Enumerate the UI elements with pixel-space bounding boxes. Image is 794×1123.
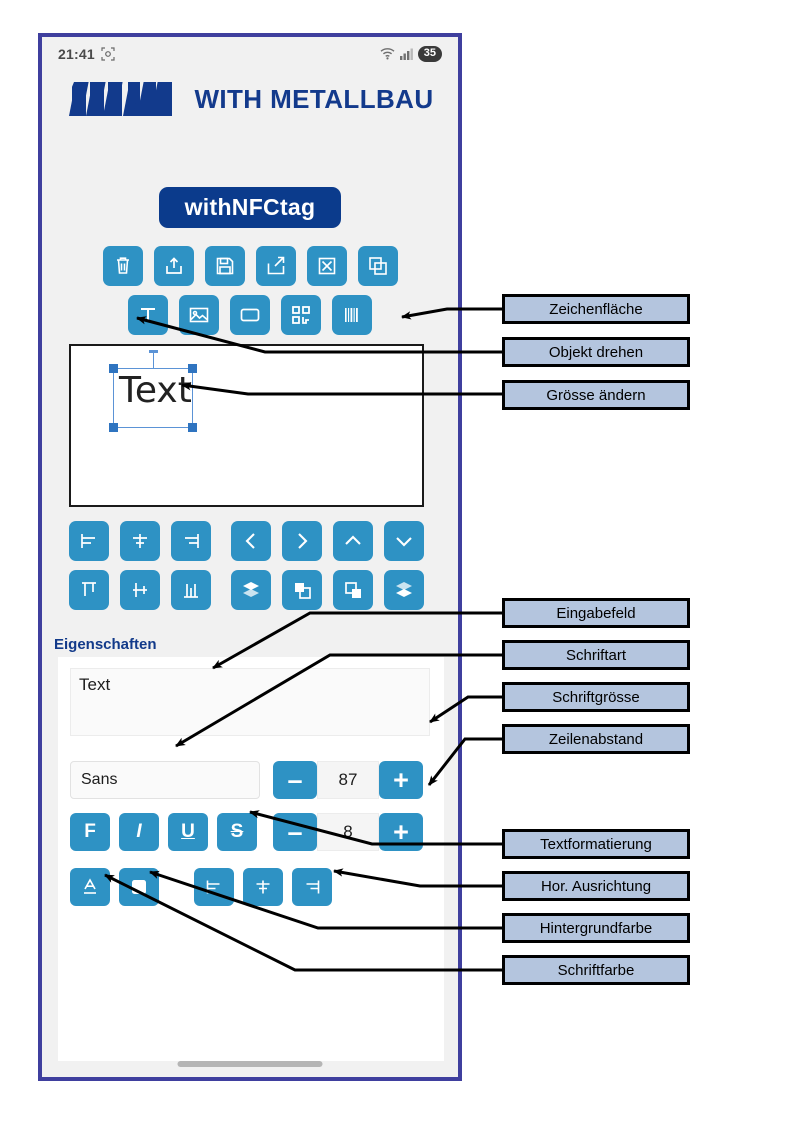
font-size-stepper: – 87 + xyxy=(273,761,423,799)
text-icon[interactable] xyxy=(128,295,168,335)
send-backward-icon[interactable] xyxy=(333,570,373,610)
status-bar-right: 35 xyxy=(380,46,442,62)
brand-header: WITH METALLBAU xyxy=(42,73,458,125)
align-right-icon[interactable] xyxy=(171,521,211,561)
font-size-decrease-button[interactable]: – xyxy=(273,761,317,799)
bring-to-front-icon[interactable] xyxy=(231,570,271,610)
copy-icon[interactable] xyxy=(357,246,398,286)
annotation-zeilenabstand: Zeilenabstand xyxy=(502,724,690,754)
annotation-schriftfarbe: Schriftfarbe xyxy=(502,955,690,985)
properties-panel: Text Sans – 87 + – 8 + F I U S xyxy=(58,657,444,1061)
strikethrough-button[interactable]: S xyxy=(217,813,257,851)
annotation-groesse-aendern: Grösse ändern xyxy=(502,380,690,410)
annotation-schriftart: Schriftart xyxy=(502,640,690,670)
line-spacing-decrease-button[interactable]: – xyxy=(273,813,317,851)
rectangle-icon[interactable] xyxy=(230,295,270,335)
annotation-hintergrundfarbe: Hintergrundfarbe xyxy=(502,913,690,943)
resize-handle-top-left[interactable] xyxy=(109,364,118,373)
text-align-group xyxy=(194,868,332,906)
move-group xyxy=(231,521,424,561)
move-down-icon[interactable] xyxy=(384,521,424,561)
annotation-objekt-drehen: Objekt drehen xyxy=(502,337,690,367)
spacer xyxy=(211,570,231,610)
export-icon[interactable] xyxy=(255,246,296,286)
line-spacing-increase-button[interactable]: + xyxy=(379,813,423,851)
text-align-left-button[interactable] xyxy=(194,868,234,906)
wifi-icon xyxy=(380,47,395,60)
annotation-schriftgroesse: Schriftgrösse xyxy=(502,682,690,712)
underline-button[interactable]: U xyxy=(168,813,208,851)
app-title-pill[interactable]: withNFCtag xyxy=(158,187,342,228)
send-to-back-icon[interactable] xyxy=(384,570,424,610)
status-bar-left: 21:41 xyxy=(58,46,115,62)
properties-title: Eigenschaften xyxy=(54,636,157,653)
brand-text: WITH METALLBAU xyxy=(194,83,434,114)
move-up-icon[interactable] xyxy=(333,521,373,561)
text-format-group: F I U S xyxy=(70,813,257,851)
resize-handle-top-right[interactable] xyxy=(188,364,197,373)
zorder-group xyxy=(231,570,424,610)
bold-button[interactable]: F xyxy=(70,813,110,851)
zeichenflaeche-canvas[interactable]: Text xyxy=(69,344,424,507)
font-size-value[interactable]: 87 xyxy=(317,761,379,799)
bring-forward-icon[interactable] xyxy=(282,570,322,610)
background-color-button[interactable] xyxy=(119,868,159,906)
rotate-handle[interactable] xyxy=(149,350,158,369)
status-bar: 21:41 xyxy=(42,37,458,71)
screenshot-icon xyxy=(101,47,115,61)
resize-handle-bottom-left[interactable] xyxy=(109,423,118,432)
align-horizontal-group xyxy=(69,521,211,561)
status-time: 21:41 xyxy=(58,46,95,62)
battery-indicator: 35 xyxy=(417,46,442,62)
align-top-icon[interactable] xyxy=(69,570,109,610)
resize-handle-bottom-right[interactable] xyxy=(188,423,197,432)
phone-frame: 21:41 xyxy=(38,33,462,1081)
toolbar-insert-row xyxy=(42,295,458,335)
text-input-field[interactable]: Text xyxy=(70,668,430,736)
with-metallbau-logo xyxy=(66,82,173,116)
qrcode-icon[interactable] xyxy=(281,295,321,335)
close-icon[interactable] xyxy=(306,246,347,286)
annotation-eingabefeld: Eingabefeld xyxy=(502,598,690,628)
annotation-zeichenflaeche: Zeichenfläche xyxy=(502,294,690,324)
upload-icon[interactable] xyxy=(153,246,194,286)
color-group xyxy=(70,868,159,906)
image-icon[interactable] xyxy=(179,295,219,335)
save-icon[interactable] xyxy=(204,246,245,286)
barcode-icon[interactable] xyxy=(332,295,372,335)
font-row: Sans – 87 + – 8 + xyxy=(70,761,430,851)
toolbar-align-row-2 xyxy=(69,570,424,610)
font-size-increase-button[interactable]: + xyxy=(379,761,423,799)
align-vertical-group xyxy=(69,570,211,610)
signal-bars-icon xyxy=(399,48,413,60)
line-spacing-stepper: – 8 + xyxy=(273,813,423,851)
toolbar-file-row xyxy=(42,246,458,286)
delete-icon[interactable] xyxy=(102,246,143,286)
align-bottom-icon[interactable] xyxy=(171,570,211,610)
text-align-right-button[interactable] xyxy=(292,868,332,906)
align-middle-icon[interactable] xyxy=(120,570,160,610)
spacer xyxy=(211,521,231,561)
align-center-icon[interactable] xyxy=(120,521,160,561)
toolbar-align-row-1 xyxy=(69,521,424,561)
italic-button[interactable]: I xyxy=(119,813,159,851)
move-left-icon[interactable] xyxy=(231,521,271,561)
align-left-icon[interactable] xyxy=(69,521,109,561)
text-align-center-button[interactable] xyxy=(243,868,283,906)
annotation-hor-ausrichtung: Hor. Ausrichtung xyxy=(502,871,690,901)
app-title-wrap: withNFCtag xyxy=(42,187,458,228)
font-color-button[interactable] xyxy=(70,868,110,906)
font-family-select[interactable]: Sans xyxy=(70,761,260,799)
phone-screen: 21:41 xyxy=(42,37,458,1077)
annotation-textformatierung: Textformatierung xyxy=(502,829,690,859)
home-indicator xyxy=(177,1061,323,1067)
line-spacing-value[interactable]: 8 xyxy=(317,813,379,851)
move-right-icon[interactable] xyxy=(282,521,322,561)
canvas-object-text: Text xyxy=(119,370,192,411)
selected-text-object[interactable]: Text xyxy=(109,350,197,432)
